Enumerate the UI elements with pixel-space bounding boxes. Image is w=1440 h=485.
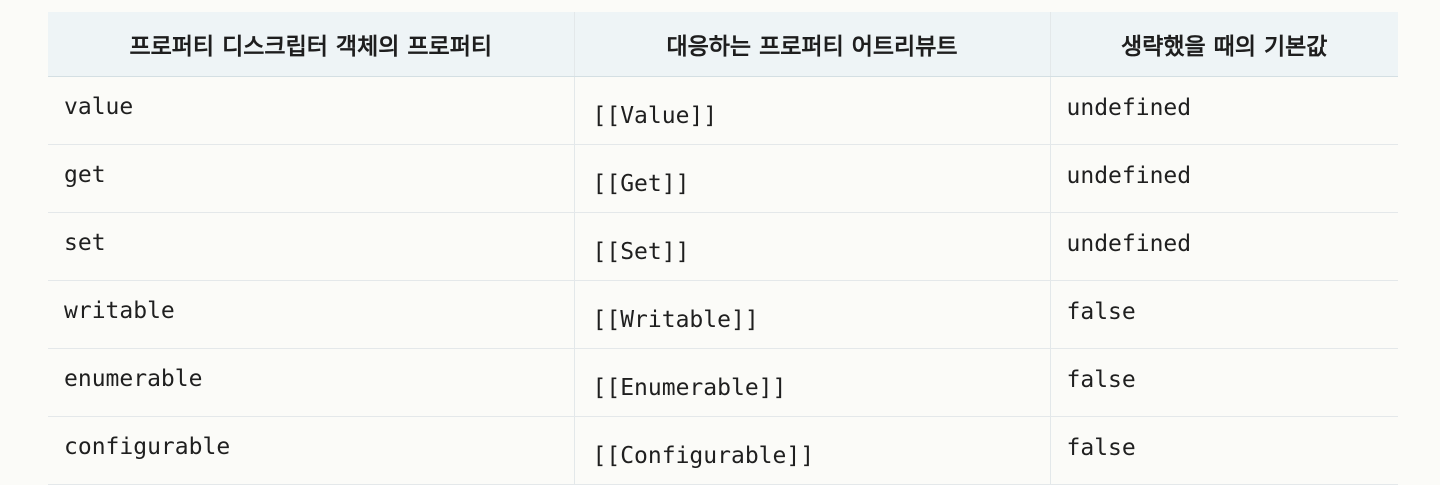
default-value-cell: false [1049,348,1398,417]
header-descriptor-property: 프로퍼티 디스크립터 객체의 프로퍼티 [48,12,574,77]
header-attribute: 대응하는 프로퍼티 어트리뷰트 [573,12,1050,77]
header-default-value: 생략했을 때의 기본값 [1049,12,1398,77]
default-value-cell: false [1049,416,1398,485]
property-attribute-table-container: 프로퍼티 디스크립터 객체의 프로퍼티 대응하는 프로퍼티 어트리뷰트 생략했을… [48,12,1398,485]
default-value-cell: undefined [1049,76,1398,145]
descriptor-property-cell: set [48,212,574,281]
attribute-cell: [[Writable]] [573,280,1050,349]
property-attribute-table: 프로퍼티 디스크립터 객체의 프로퍼티 대응하는 프로퍼티 어트리뷰트 생략했을… [48,12,1398,485]
attribute-cell: [[Set]] [573,212,1050,281]
table-header: 프로퍼티 디스크립터 객체의 프로퍼티 대응하는 프로퍼티 어트리뷰트 생략했을… [48,12,1398,77]
table-row: configurable [[Configurable]] false [48,416,1398,485]
table-row: set [[Set]] undefined [48,212,1398,281]
attribute-cell: [[Value]] [573,76,1050,145]
descriptor-property-cell: writable [48,280,574,349]
table-row: writable [[Writable]] false [48,280,1398,349]
descriptor-property-cell: get [48,144,574,213]
header-row: 프로퍼티 디스크립터 객체의 프로퍼티 대응하는 프로퍼티 어트리뷰트 생략했을… [48,12,1398,77]
attribute-cell: [[Get]] [573,144,1050,213]
descriptor-property-cell: value [48,76,574,145]
attribute-cell: [[Configurable]] [573,416,1050,485]
table-body: value [[Value]] undefined get [[Get]] un… [48,76,1398,485]
descriptor-property-cell: enumerable [48,348,574,417]
descriptor-property-cell: configurable [48,416,574,485]
default-value-cell: undefined [1049,212,1398,281]
table-row: get [[Get]] undefined [48,144,1398,213]
attribute-cell: [[Enumerable]] [573,348,1050,417]
default-value-cell: undefined [1049,144,1398,213]
default-value-cell: false [1049,280,1398,349]
table-row: enumerable [[Enumerable]] false [48,348,1398,417]
table-row: value [[Value]] undefined [48,76,1398,145]
